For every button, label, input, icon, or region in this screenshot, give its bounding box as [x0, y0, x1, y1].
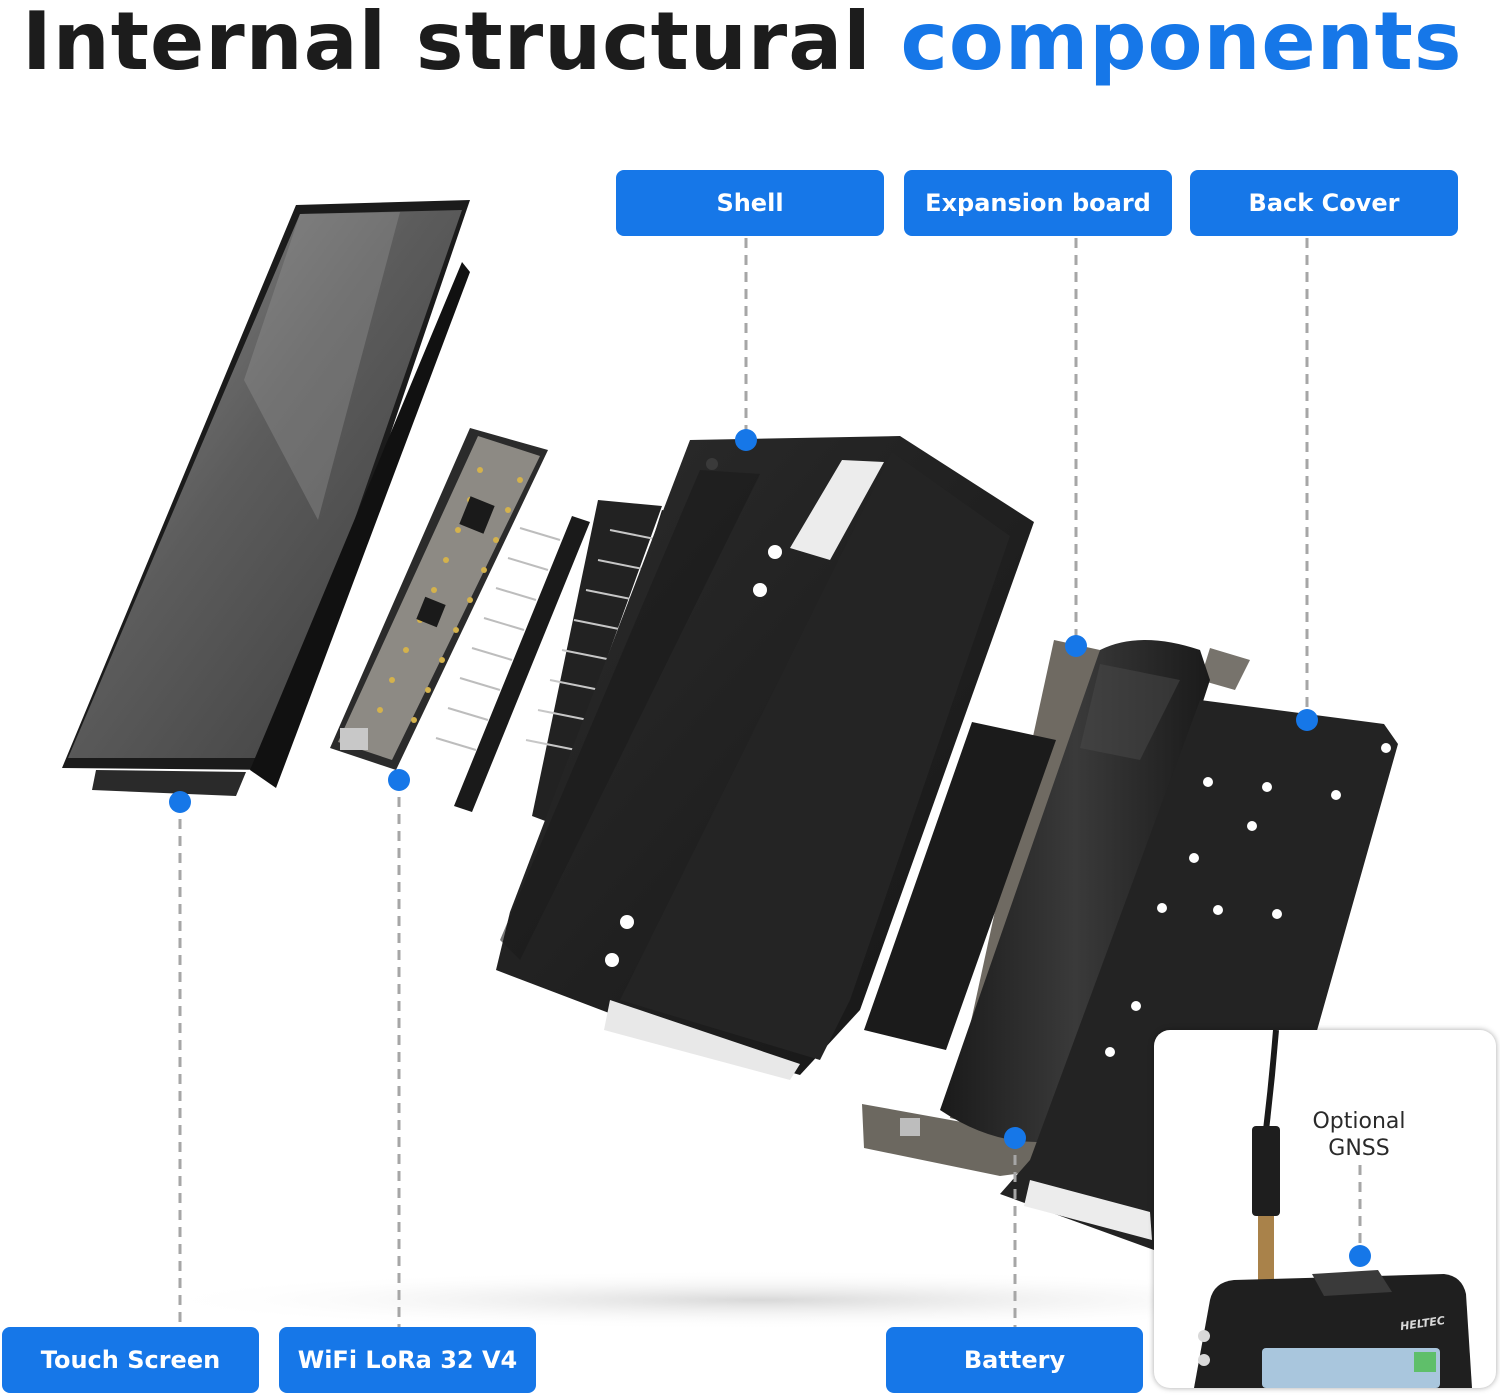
device-screen — [1262, 1348, 1440, 1388]
gnss-device-illustration — [1194, 1030, 1472, 1388]
side-button-1-icon — [1198, 1330, 1210, 1342]
wifi-lora-label: WiFi LoRa 32 V4 — [279, 1327, 536, 1393]
shell-label: Shell — [616, 170, 884, 236]
expansion-board-label: Expansion board — [904, 170, 1172, 236]
screen-battery-icon — [1414, 1352, 1436, 1372]
callout-dot-back-cover — [1296, 709, 1318, 731]
gnss-label: Optional GNSS — [1312, 1109, 1406, 1161]
gnss-module — [1312, 1270, 1392, 1296]
gnss-inset: Optional GNSS HELTEC — [1154, 1030, 1496, 1388]
title-part-2: components — [900, 0, 1463, 88]
antenna-sma — [1258, 1216, 1274, 1296]
callout-dot-wifi-lora — [388, 769, 410, 791]
battery-part — [940, 640, 1210, 1142]
callout-dot-gnss — [1349, 1245, 1371, 1267]
antenna-connector — [1252, 1126, 1280, 1216]
touch-screen-part — [62, 200, 470, 796]
shell-part — [496, 436, 1034, 1080]
battery-label: Battery — [886, 1327, 1143, 1393]
back-cover-part — [1000, 700, 1398, 1250]
page-title: Internal structural components — [22, 0, 1492, 90]
title-part-1: Internal structural — [22, 0, 872, 88]
back-cover-label: Back Cover — [1190, 170, 1458, 236]
callout-dots — [169, 429, 1318, 1149]
leader-lines — [178, 238, 1309, 1328]
wifi-lora-board-part — [330, 428, 548, 770]
side-button-2-icon — [1198, 1354, 1210, 1366]
callout-dot-battery — [1004, 1127, 1026, 1149]
floor-shadow — [140, 1270, 1380, 1330]
callout-dot-shell — [735, 429, 757, 451]
callout-dot-touch-screen — [169, 791, 191, 813]
antenna-cable — [1263, 1030, 1279, 1131]
touch-screen-label: Touch Screen — [2, 1327, 259, 1393]
callout-dot-expansion-board — [1065, 635, 1087, 657]
